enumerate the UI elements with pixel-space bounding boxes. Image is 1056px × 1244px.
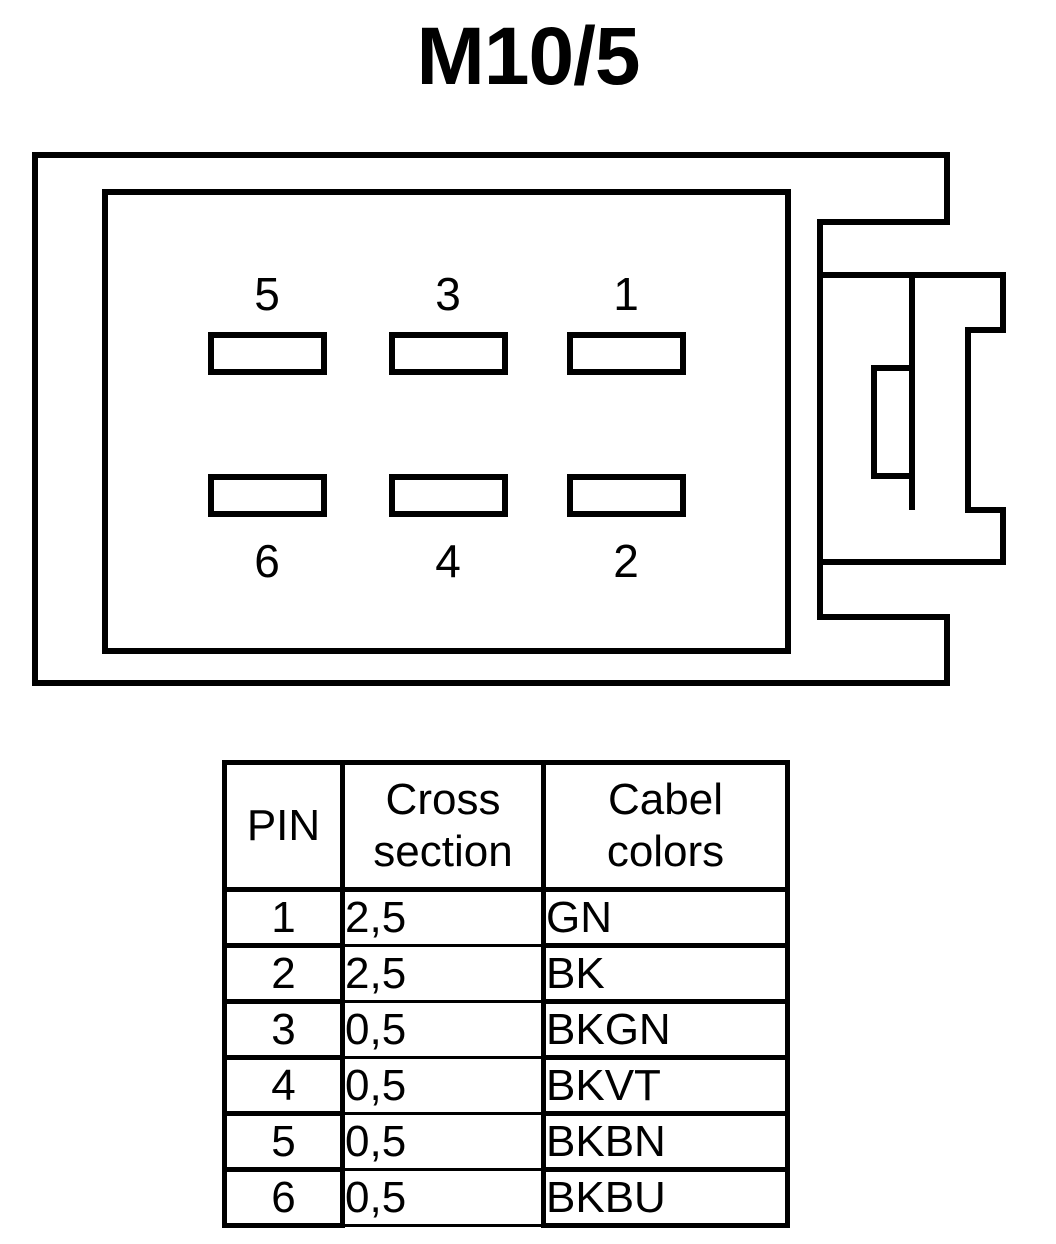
pin-slot-6[interactable]: [208, 474, 327, 517]
connector-latch-window: [871, 365, 915, 479]
pinout-table: PIN Cross section Cabel colors 1 2,5 GN …: [222, 760, 790, 1228]
pin-slot-5[interactable]: [208, 332, 327, 375]
cell-cross: 0,5: [341, 1168, 545, 1227]
column-header-pin: PIN: [222, 760, 345, 892]
cell-color: BKVT: [541, 1055, 790, 1116]
column-header-cross-section: Cross section: [340, 760, 546, 892]
cell-color: BKBU: [541, 1167, 790, 1228]
cell-cross: 0,5: [341, 1112, 545, 1171]
cell-pin: 4: [222, 1055, 345, 1116]
connector-outer-housing: [32, 152, 950, 686]
pin-label-6: 6: [254, 535, 280, 587]
table-row: 4 0,5 BKVT: [222, 1055, 790, 1116]
cell-pin: 6: [222, 1167, 345, 1228]
cell-color: GN: [541, 887, 790, 948]
table-row: 2 2,5 BK: [222, 943, 790, 1004]
cell-pin: 3: [222, 999, 345, 1060]
connector-inner-face: [102, 189, 791, 654]
column-header-cabel-colors-line2: colors: [606, 827, 725, 876]
cell-pin: 2: [222, 943, 345, 1004]
column-header-cross-section-line2: section: [373, 827, 513, 876]
cell-pin: 5: [222, 1111, 345, 1172]
cell-color: BKBN: [541, 1111, 790, 1172]
cell-color: BK: [541, 943, 790, 1004]
cell-cross: 0,5: [341, 1056, 545, 1115]
page-title: M10/5: [416, 11, 641, 102]
pin-slot-1[interactable]: [567, 332, 686, 375]
column-header-cabel-colors-line1: Cabel: [608, 775, 723, 825]
pin-label-1: 1: [613, 268, 639, 320]
table-row: 5 0,5 BKBN: [222, 1111, 790, 1172]
table-row: 1 2,5 GN: [222, 887, 790, 948]
table-body: 1 2,5 GN 2 2,5 BK 3 0,5 BKGN 4 0,5 BKVT …: [222, 887, 790, 1228]
column-header-cross-section-line1: Cross: [385, 775, 501, 825]
column-header-cabel-colors: Cabel colors: [541, 760, 790, 892]
pin-label-2: 2: [613, 535, 639, 587]
table-row: 3 0,5 BKGN: [222, 999, 790, 1060]
pin-slot-4[interactable]: [389, 474, 508, 517]
table-row: 6 0,5 BKBU: [222, 1167, 790, 1228]
pin-label-5: 5: [254, 268, 280, 320]
table-header-row: PIN Cross section Cabel colors: [222, 760, 790, 892]
pin-slot-2[interactable]: [567, 474, 686, 517]
connector-diagram: 5 3 1 6 4 2: [32, 152, 1006, 686]
cell-cross: 0,5: [341, 1000, 545, 1059]
connector-latch-outline: [820, 272, 1006, 565]
pin-label-4: 4: [435, 535, 461, 587]
cell-color: BKGN: [541, 999, 790, 1060]
cell-cross: 2,5: [341, 888, 545, 947]
pin-slot-3[interactable]: [389, 332, 508, 375]
column-header-pin-line1: PIN: [246, 801, 321, 851]
cell-pin: 1: [222, 887, 345, 948]
pin-label-3: 3: [435, 268, 461, 320]
cell-cross: 2,5: [341, 944, 545, 1003]
